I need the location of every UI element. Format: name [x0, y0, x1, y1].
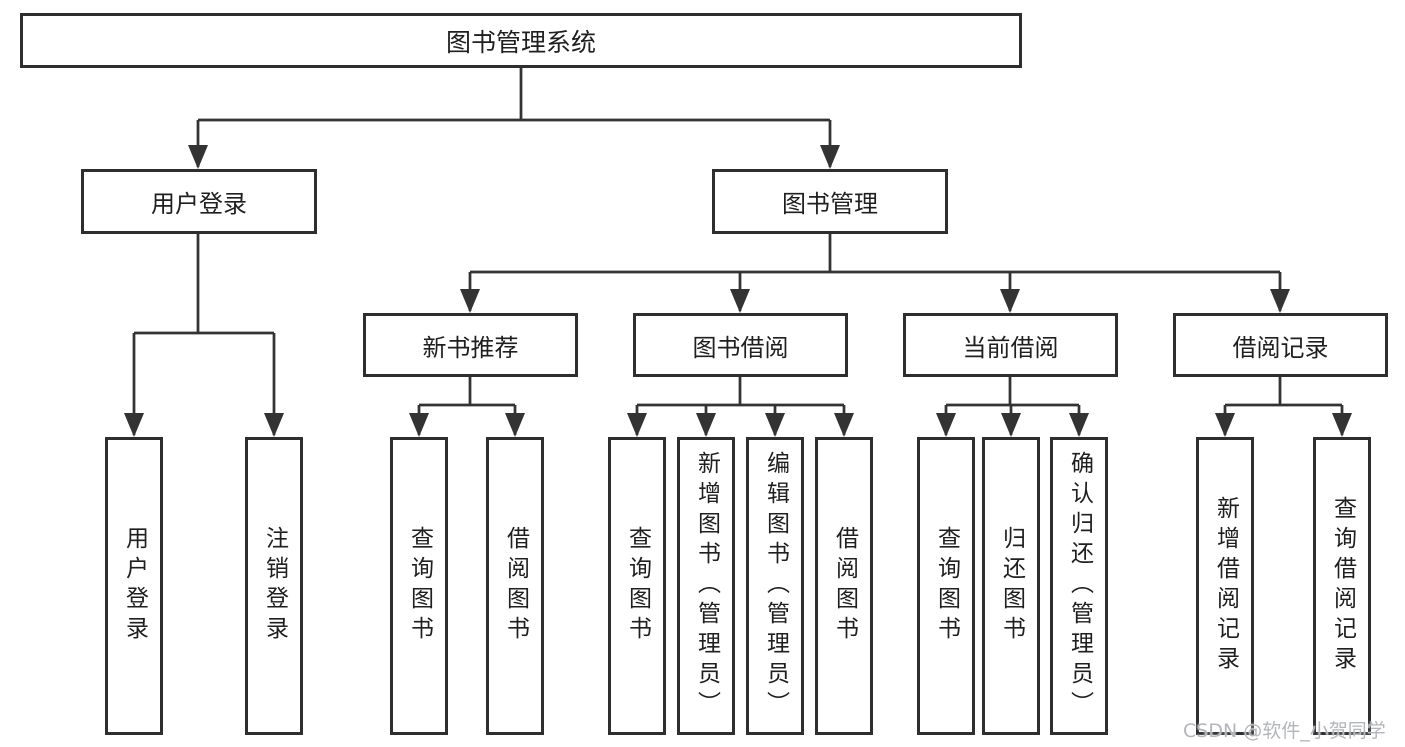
leaf-return-book: 归还图书 — [982, 437, 1040, 735]
leaf-query-books-1: 查询图书 — [390, 437, 448, 735]
leaf-borrow-books-1: 借阅图书 — [486, 437, 544, 735]
leaf-query-books-2: 查询图书 — [608, 437, 666, 735]
leaf-add-book-admin: 新增图书（管理员） — [677, 437, 735, 735]
node-new-book-recommend: 新书推荐 — [363, 313, 578, 377]
csdn-watermark: CSDN @软件_小贺同学 — [1183, 720, 1386, 742]
leaf-query-books-3: 查询图书 — [917, 437, 975, 735]
node-user-login: 用户登录 — [81, 169, 317, 234]
leaf-add-borrow-record: 新增借阅记录 — [1196, 437, 1254, 735]
leaf-borrow-books-2: 借阅图书 — [815, 437, 873, 735]
node-book-borrow: 图书借阅 — [633, 313, 848, 377]
node-current-borrow: 当前借阅 — [903, 313, 1118, 377]
node-root-system: 图书管理系统 — [20, 13, 1022, 68]
node-borrow-records: 借阅记录 — [1173, 313, 1388, 377]
leaf-logout: 注销登录 — [245, 437, 303, 735]
node-book-management: 图书管理 — [712, 169, 948, 234]
leaf-query-borrow-record: 查询借阅记录 — [1313, 437, 1371, 735]
leaf-confirm-return-admin: 确认归还（管理员） — [1050, 437, 1108, 735]
leaf-edit-book-admin: 编辑图书（管理员） — [746, 437, 804, 735]
leaf-user-login: 用户登录 — [105, 437, 163, 735]
